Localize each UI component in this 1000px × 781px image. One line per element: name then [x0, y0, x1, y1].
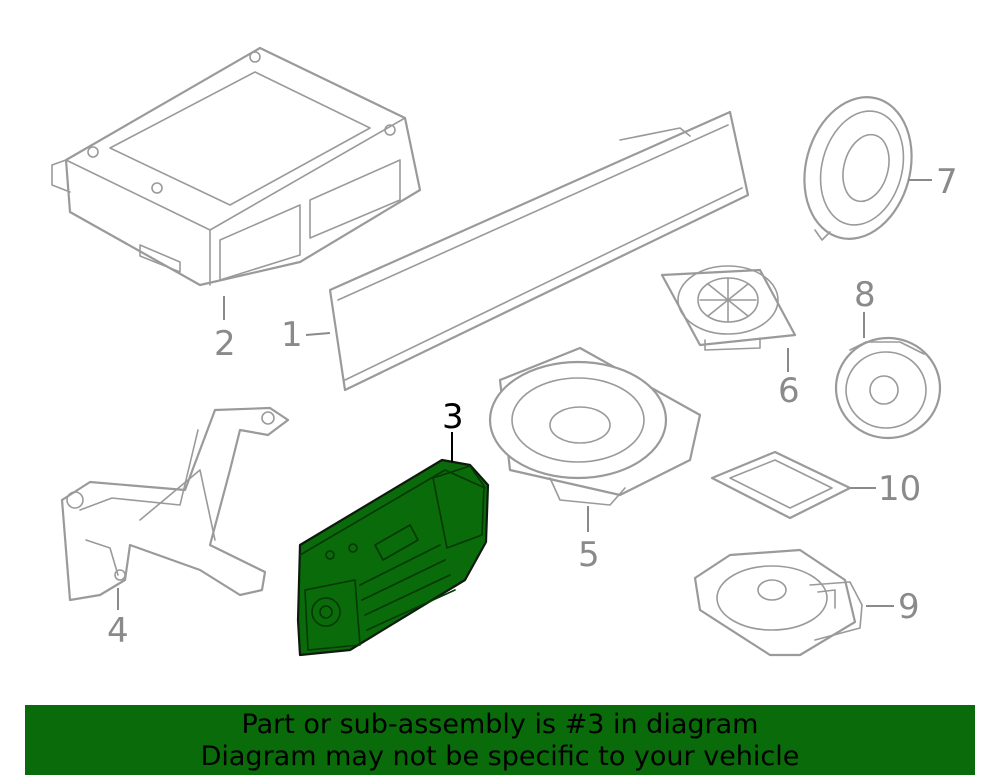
callout-9: 9	[898, 587, 920, 627]
part-1-display-panel	[328, 110, 750, 392]
parts-diagram: 1 2 3 4 5 6 7 8 9 10	[51, 46, 958, 657]
callout-8: 8	[854, 275, 876, 315]
leader-1	[305, 332, 331, 336]
callout-labels: 1 2 3 4 5 6 7 8 9 10	[107, 162, 958, 651]
callout-2: 2	[214, 324, 236, 364]
callout-6: 6	[778, 371, 800, 411]
part-7-speaker	[803, 96, 913, 241]
callout-1: 1	[281, 315, 303, 355]
part-6-tweeter	[660, 265, 797, 351]
callout-3-highlighted: 3	[442, 397, 464, 437]
callout-4: 4	[107, 611, 129, 651]
part-9-speaker-enclosure	[693, 548, 863, 657]
leader-lines	[117, 179, 932, 610]
part-4-bracket	[60, 406, 290, 602]
info-banner: Part or sub-assembly is #3 in diagram Di…	[25, 705, 975, 775]
callout-10: 10	[878, 469, 921, 509]
part-5-woofer	[488, 346, 702, 506]
banner-line-2: Diagram may not be specific to your vehi…	[200, 741, 800, 772]
banner-line-1: Part or sub-assembly is #3 in diagram	[241, 709, 759, 740]
callout-7: 7	[936, 162, 958, 202]
callout-5: 5	[578, 535, 600, 575]
part-2-head-unit	[51, 46, 422, 287]
part-8-speaker	[834, 336, 942, 440]
part-3-module-highlighted	[296, 458, 490, 657]
part-10-gasket	[710, 450, 852, 520]
